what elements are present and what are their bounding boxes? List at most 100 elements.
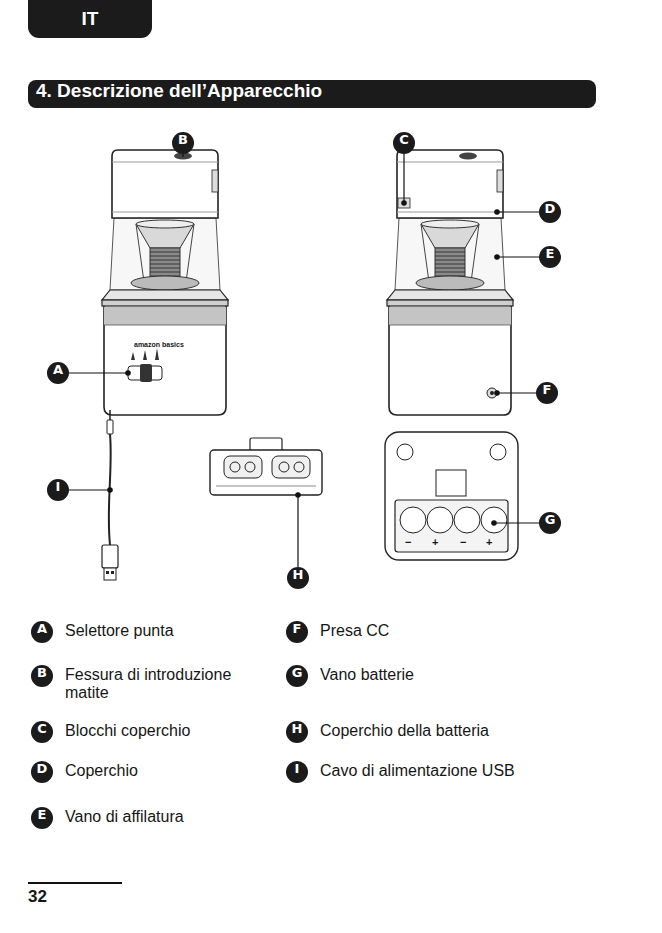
node-letter: B <box>172 132 194 154</box>
polarity-mark: − <box>405 536 411 548</box>
node-letter: H <box>286 721 308 743</box>
language-tab: IT <box>28 0 152 38</box>
usb-hole <box>106 571 109 574</box>
battery-cover <box>210 450 322 495</box>
leader-dot <box>402 201 406 205</box>
brand-logo: amazon basics <box>134 341 184 348</box>
usb-hole <box>111 571 114 574</box>
part-description: Coperchio della batteria <box>320 722 570 740</box>
cover-edge <box>216 486 316 487</box>
node-letter: B <box>31 665 53 687</box>
callout-letter: G <box>539 512 561 534</box>
key-entry: ASelettore punta <box>31 621 53 643</box>
part-description: Presa CC <box>320 622 570 640</box>
node-letter: F <box>536 382 558 404</box>
callout-letter: B <box>172 132 194 154</box>
node-letter: F <box>286 621 308 643</box>
slider-knob <box>140 364 152 382</box>
callout-letter: I <box>47 479 69 501</box>
node-letter: H <box>287 567 309 589</box>
latch <box>436 470 466 496</box>
key-entry: CBlocchi coperchio <box>31 721 53 743</box>
leader-dot <box>126 371 130 375</box>
battery-slot <box>427 507 453 533</box>
callout-letter: C <box>393 132 415 154</box>
leader-dot <box>108 488 112 492</box>
callout-letter: H <box>287 567 309 589</box>
node-letter: C <box>31 721 53 743</box>
part-description: Cavo di alimentazione USB <box>320 762 570 780</box>
leader-line <box>69 372 128 373</box>
node-letter: D <box>31 761 53 783</box>
node-letter: E <box>539 246 561 268</box>
battery-slot <box>481 507 507 533</box>
leader-line <box>497 211 539 212</box>
leader-dot <box>495 255 499 259</box>
part-description: Blocchi coperchio <box>65 722 265 740</box>
callout-letter: D <box>539 201 561 223</box>
part-description: Vano di affilatura <box>65 808 265 826</box>
plug-pin <box>109 410 111 420</box>
node-letter: A <box>47 362 69 384</box>
battery-slot <box>400 507 426 533</box>
polarity-mark: + <box>486 536 492 548</box>
leader-dot <box>296 493 300 497</box>
cover-contact <box>279 462 289 472</box>
part-description: Coperchio <box>65 762 265 780</box>
callout-letter: E <box>539 246 561 268</box>
node-letter: I <box>286 761 308 783</box>
node-letter: D <box>539 201 561 223</box>
usb-plug <box>102 545 118 568</box>
sharpener-bottom <box>385 432 518 560</box>
footer-rule <box>28 882 122 884</box>
leader-dot <box>495 210 499 214</box>
node-letter: E <box>31 807 53 829</box>
cover-contact <box>230 462 240 472</box>
leader-line <box>403 154 404 203</box>
key-entry: FPresa CC <box>286 621 308 643</box>
dc-port-pin <box>490 391 494 395</box>
cover-recess <box>224 456 262 478</box>
part-description: Fessura di introduzione matite <box>65 666 265 702</box>
key-entry: EVano di affilatura <box>31 807 53 829</box>
leader-dot <box>495 391 499 395</box>
sharpener-front <box>102 150 228 415</box>
foot <box>490 444 506 460</box>
node-letter: I <box>47 479 69 501</box>
title-band: 4. Descrizione dell’Apparecchio <box>28 80 596 108</box>
node-letter: C <box>393 132 415 154</box>
foot <box>397 444 413 460</box>
tip-icons <box>131 348 159 360</box>
battery-bay <box>395 500 508 552</box>
battery-slot <box>454 507 480 533</box>
section-title: 4. Descrizione dell’Apparecchio <box>36 80 322 102</box>
usb-metal <box>104 568 116 580</box>
polarity-mark: + <box>432 536 438 548</box>
part-description: Vano batterie <box>320 666 570 684</box>
leader-line <box>497 392 536 393</box>
leader-lines <box>69 154 539 567</box>
cover-recess <box>272 456 310 478</box>
cover-contact <box>245 462 255 472</box>
leader-line <box>497 256 539 257</box>
page-number: 32 <box>28 887 47 907</box>
cover-contact <box>294 462 304 472</box>
key-entry: BFessura di introduzione matite <box>31 665 53 687</box>
callout-letter: F <box>536 382 558 404</box>
sharpener-back <box>387 150 513 415</box>
leader-dot <box>492 521 496 525</box>
key-entry: DCoperchio <box>31 761 53 783</box>
key-entry: HCoperchio della batteria <box>286 721 308 743</box>
leader-line <box>69 489 110 490</box>
leader-line <box>297 495 298 567</box>
key-entry: ICavo di alimentazione USB <box>286 761 308 783</box>
callout-letter: A <box>47 362 69 384</box>
leader-line <box>494 522 539 523</box>
leader-line <box>182 154 183 157</box>
node-letter: A <box>31 621 53 643</box>
node-letter: G <box>539 512 561 534</box>
polarity-mark: − <box>460 536 466 548</box>
node-letter: G <box>286 665 308 687</box>
